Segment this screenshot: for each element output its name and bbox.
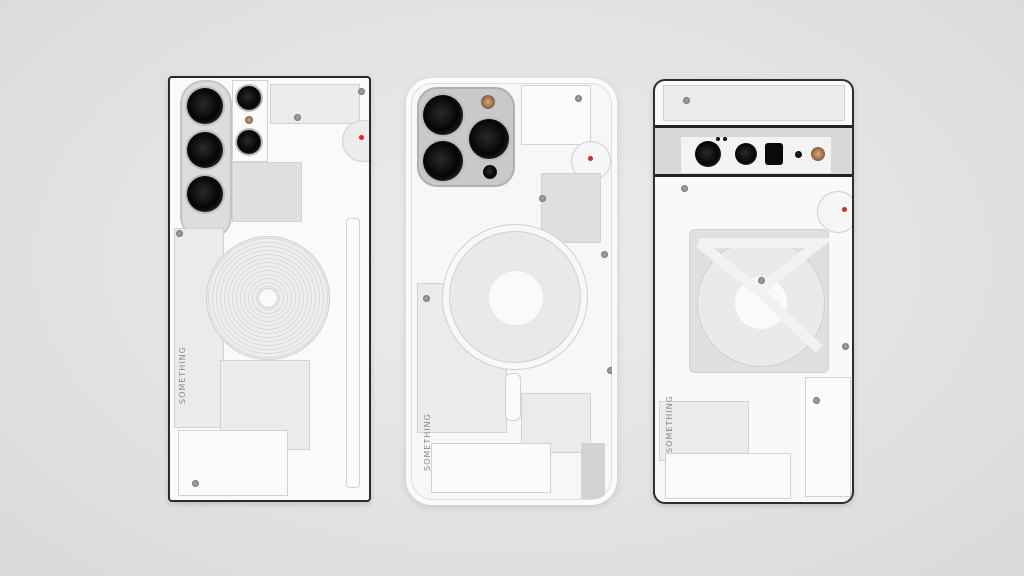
panel [541, 173, 601, 243]
sensor-disc [817, 191, 852, 233]
brand-text: SOMETHING [423, 413, 432, 471]
panel [581, 443, 605, 499]
lidar-icon [483, 165, 497, 179]
connector [505, 373, 521, 421]
panel [521, 85, 591, 145]
camera-lens-icon [423, 95, 463, 135]
camera-lens-icon [187, 88, 223, 124]
phone-left: SOMETHING [168, 76, 371, 502]
screw-icon [294, 114, 301, 121]
panel [665, 453, 791, 499]
screw-icon [176, 230, 183, 237]
panel [659, 401, 749, 461]
red-dot-icon [359, 135, 364, 140]
screw-icon [681, 185, 688, 192]
camera-lens-icon [469, 119, 509, 159]
screw-icon [601, 251, 608, 258]
sensor-dot-icon [716, 137, 720, 141]
coil-center [258, 288, 278, 308]
camera-lens-icon [187, 132, 223, 168]
screw-icon [842, 343, 849, 350]
brand-text: SOMETHING [178, 346, 187, 404]
panel [663, 85, 845, 121]
screw-icon [758, 277, 765, 284]
mic-icon [795, 151, 802, 158]
camera-lens-icon [695, 141, 721, 167]
telephoto-lens-icon [765, 143, 783, 165]
triangle-bracket-icon [695, 238, 829, 353]
screw-icon [813, 397, 820, 404]
flash-icon [811, 147, 825, 161]
camera-lens-icon [237, 86, 261, 110]
screw-icon [358, 88, 365, 95]
phone-center: SOMETHING [406, 78, 617, 505]
panel [521, 393, 591, 453]
screw-icon [423, 295, 430, 302]
screw-icon [192, 480, 199, 487]
stylus [346, 218, 360, 488]
screw-icon [607, 367, 612, 374]
camera-lens-icon [187, 176, 223, 212]
panel [805, 377, 851, 497]
screw-icon [575, 95, 582, 102]
screw-icon [539, 195, 546, 202]
flash-icon [481, 95, 495, 109]
ring-center [489, 271, 543, 325]
sensor-disc [342, 120, 369, 162]
red-dot-icon [588, 156, 593, 161]
camera-lens-icon [237, 130, 261, 154]
brand-text: SOMETHING [665, 395, 674, 453]
flash-icon [245, 116, 253, 124]
magsafe-ring [443, 225, 587, 369]
screw-icon [683, 97, 690, 104]
camera-lens-icon [735, 143, 757, 165]
panel [232, 162, 302, 222]
panel [431, 443, 551, 493]
phone-right: SOMETHING [653, 79, 854, 504]
panel [270, 84, 360, 124]
camera-lens-icon [423, 141, 463, 181]
red-dot-icon [842, 207, 847, 212]
sensor-dot-icon [723, 137, 727, 141]
